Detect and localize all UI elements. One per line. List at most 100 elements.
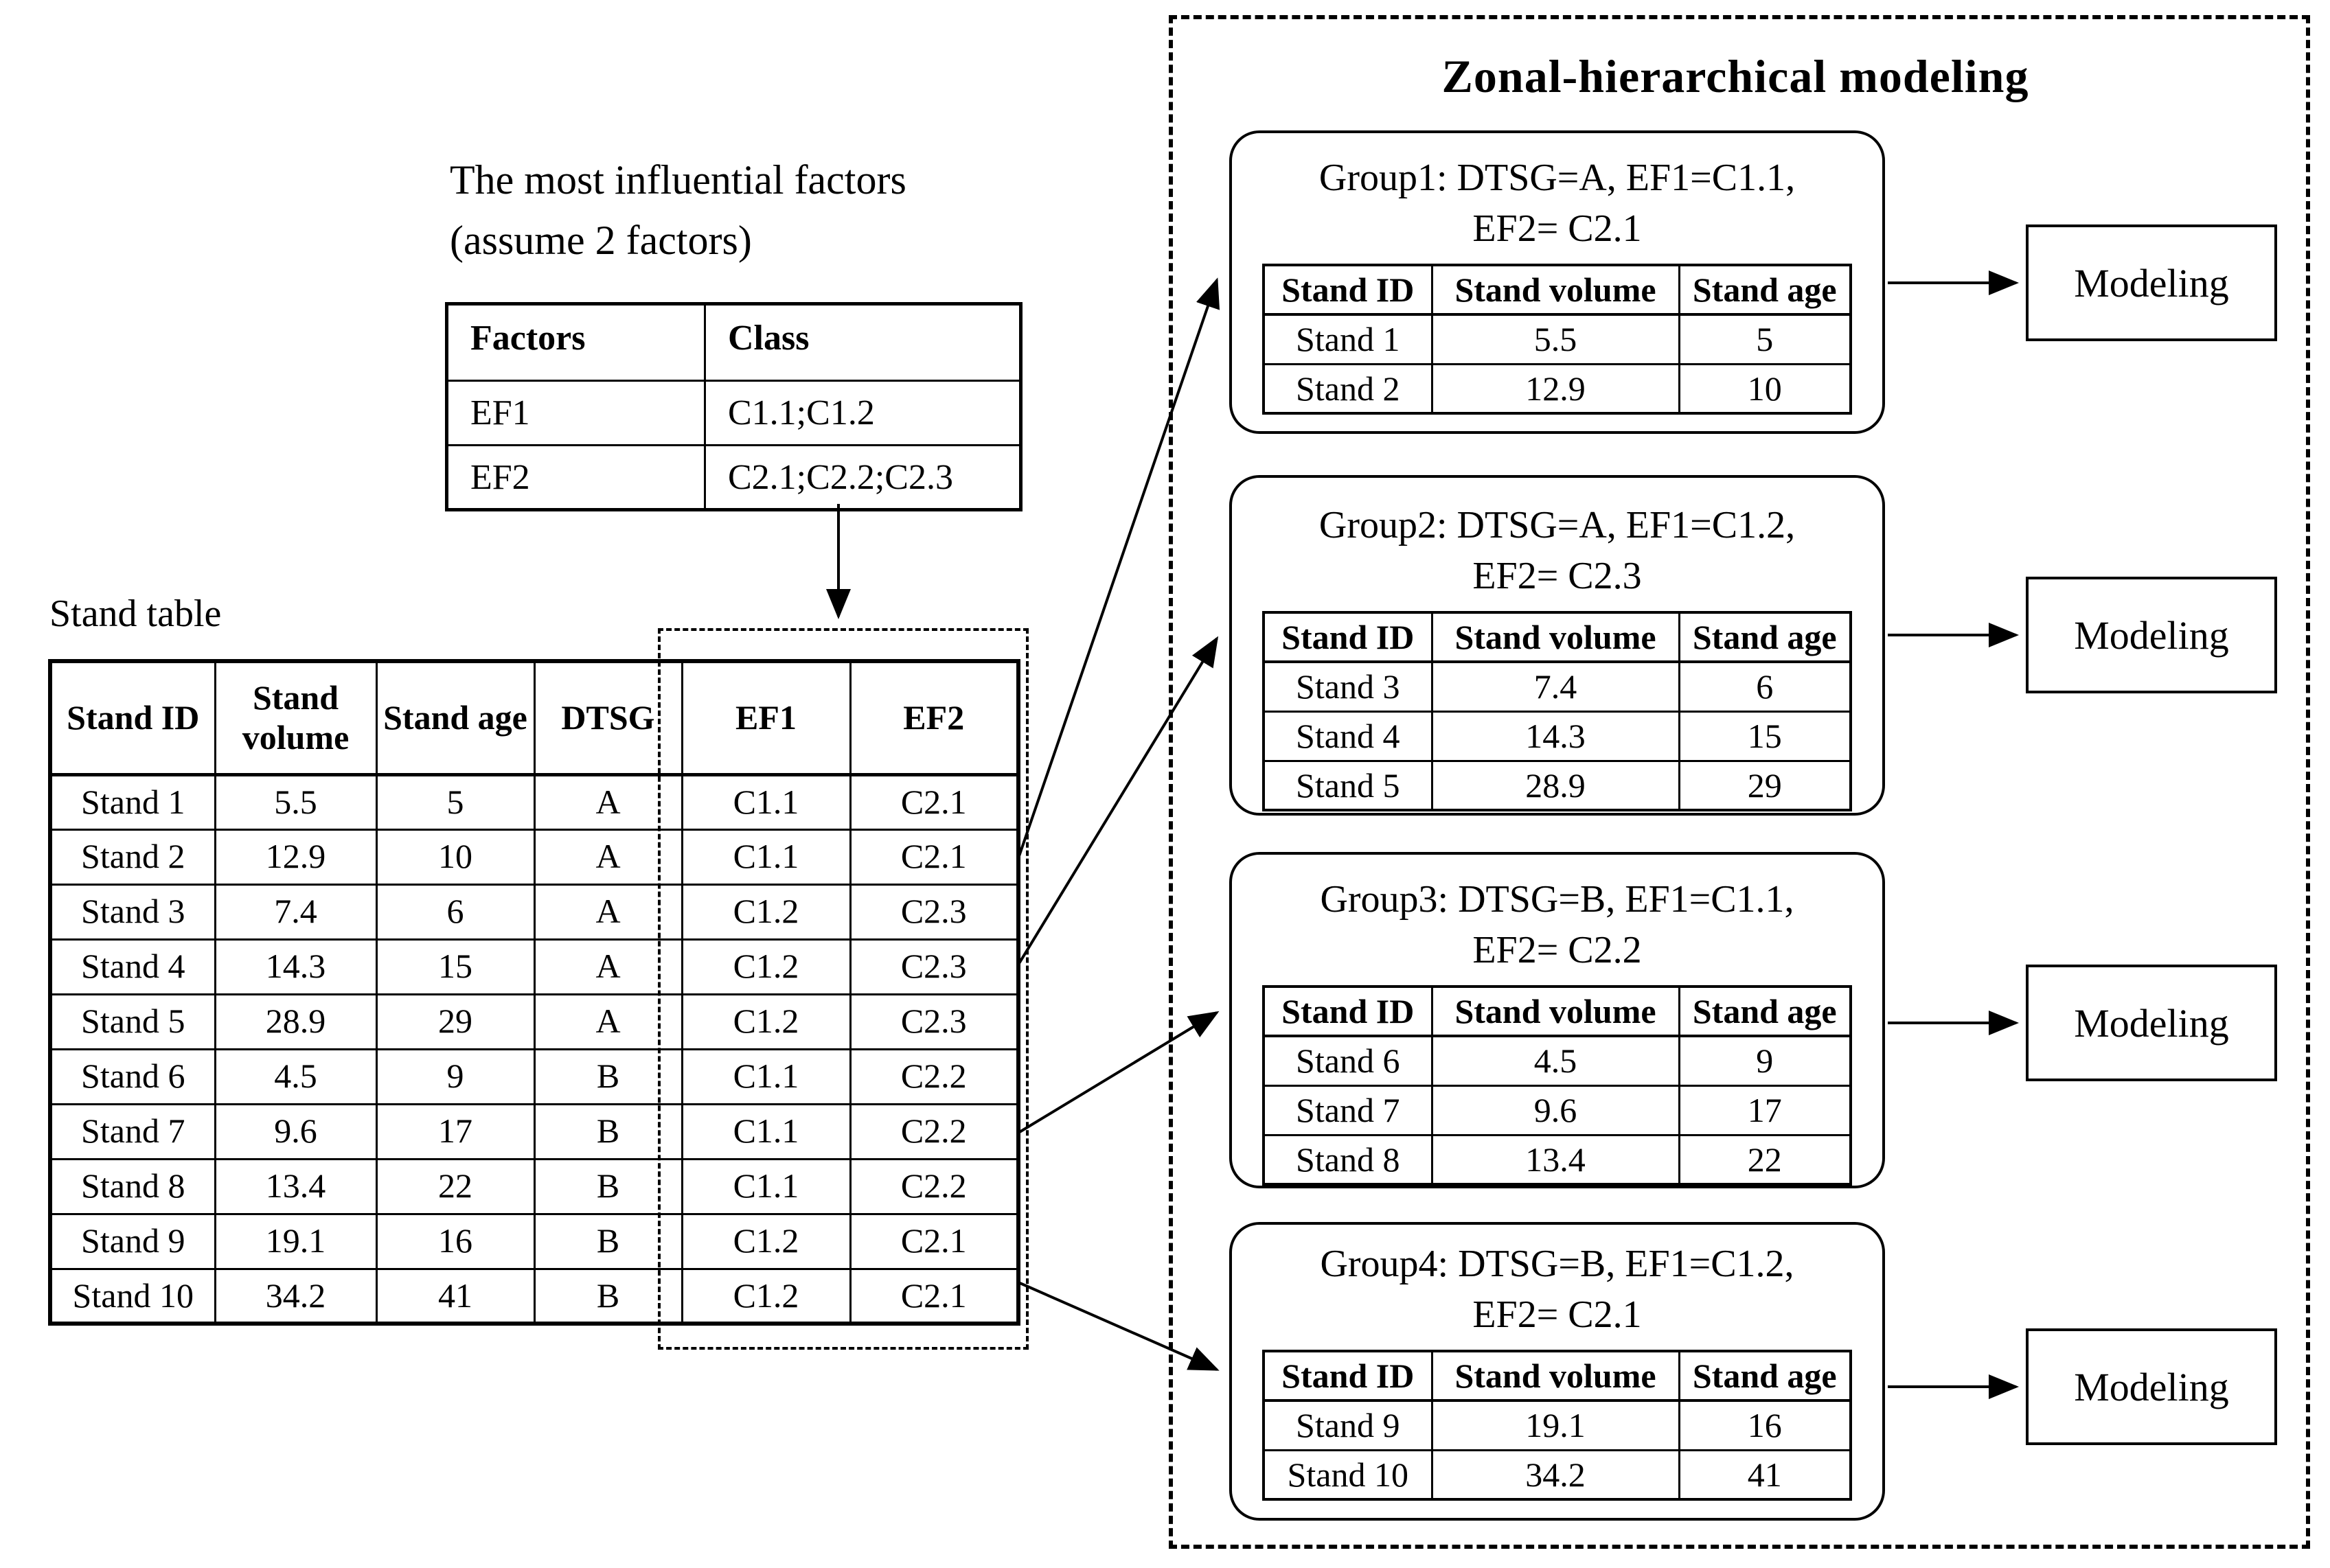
zonal-hierarchical-modeling-title: Zonal-hierarchical modeling: [1441, 50, 2029, 102]
cell: C1.1: [681, 773, 852, 831]
cell: Stand 2: [49, 828, 216, 886]
group2-box: Group2: DTSG=A, EF1=C1.2, EF2= C2.3 Stan…: [1229, 475, 1885, 816]
cell: 22: [1678, 1133, 1852, 1186]
cell: Stand 4: [49, 938, 216, 995]
cell: 13.4: [1430, 1133, 1680, 1186]
cell: 6: [1678, 660, 1852, 713]
cell: C2.3: [849, 883, 1020, 941]
header-cell: Class: [704, 303, 1022, 382]
header-cell: Stand ID: [1262, 1350, 1433, 1402]
cell: C1.1: [681, 1048, 852, 1105]
header-cell: Stand ID: [1262, 611, 1433, 663]
group1-box: Group1: DTSG=A, EF1=C1.1, EF2= C2.1 Stan…: [1229, 130, 1885, 434]
cell: C2.3: [849, 993, 1020, 1050]
cell: 22: [375, 1157, 536, 1215]
cell: EF1: [446, 380, 706, 446]
group1-title-line1: Group1: DTSG=A, EF1=C1.1,: [1318, 157, 1796, 199]
group4-box: Group4: DTSG=B, EF1=C1.2, EF2= C2.1 Stan…: [1229, 1222, 1885, 1521]
cell: C1.2: [681, 1267, 852, 1325]
modeling-box-3: Modeling: [2026, 965, 2277, 1081]
header-cell: Factors: [446, 303, 706, 382]
header-cell: Stand volume: [1430, 985, 1680, 1037]
cell: C1.1: [681, 828, 852, 886]
cell: 14.3: [1430, 710, 1680, 762]
cell: C2.1: [849, 773, 1020, 831]
modeling-box-1: Modeling: [2026, 224, 2277, 341]
cell: C1.2: [681, 993, 852, 1050]
cell: Stand 5: [1262, 759, 1433, 811]
cell: 17: [375, 1103, 536, 1160]
header-cell: Stand age: [1678, 611, 1852, 663]
cell: 5: [375, 773, 536, 831]
group2-title: Group2: DTSG=A, EF1=C1.2, EF2= C2.3: [1232, 500, 1882, 601]
cell: C1.2: [681, 1212, 852, 1270]
group3-title-line1: Group3: DTSG=B, EF1=C1.1,: [1320, 878, 1794, 921]
cell: 15: [1678, 710, 1852, 762]
header-cell: EF1: [681, 660, 852, 776]
cell: 15: [375, 938, 536, 995]
factors-title-line2: (assume 2 factors): [450, 218, 752, 263]
modeling-box-4: Modeling: [2026, 1328, 2277, 1445]
cell: Stand 8: [49, 1157, 216, 1215]
group1-title-line2: EF2= C2.1: [1472, 207, 1642, 250]
cell: 14.3: [214, 938, 378, 995]
header-cell: Stand volume: [214, 660, 378, 776]
cell: 34.2: [1430, 1449, 1680, 1501]
group3-title: Group3: DTSG=B, EF1=C1.1, EF2= C2.2: [1232, 874, 1882, 976]
cell: 7.4: [214, 883, 378, 941]
cell: Stand 6: [1262, 1035, 1433, 1087]
cell: Stand 10: [49, 1267, 216, 1325]
cell: C1.1: [681, 1103, 852, 1160]
cell: 10: [1678, 362, 1852, 415]
stand-table-label: Stand table: [49, 592, 222, 635]
cell: Stand 3: [49, 883, 216, 941]
cell: 5.5: [1430, 313, 1680, 365]
header-cell: Stand ID: [49, 660, 216, 776]
header-cell: Stand volume: [1430, 611, 1680, 663]
cell: 9.6: [1430, 1084, 1680, 1136]
cell: C1.2: [681, 938, 852, 995]
group2-title-line2: EF2= C2.3: [1472, 555, 1642, 597]
cell: C2.2: [849, 1157, 1020, 1215]
cell: Stand 7: [49, 1103, 216, 1160]
cell: Stand 9: [49, 1212, 216, 1270]
group4-title-line2: EF2= C2.1: [1472, 1293, 1642, 1336]
cell: 28.9: [214, 993, 378, 1050]
header-cell: Stand age: [1678, 1350, 1852, 1402]
group4-title-line1: Group4: DTSG=B, EF1=C1.2,: [1320, 1243, 1794, 1285]
cell: 16: [1678, 1399, 1852, 1451]
cell: C1.2: [681, 883, 852, 941]
cell: Stand 4: [1262, 710, 1433, 762]
header-cell: Stand age: [1678, 264, 1852, 316]
group3-box: Group3: DTSG=B, EF1=C1.1, EF2= C2.2 Stan…: [1229, 852, 1885, 1188]
cell: C2.2: [849, 1103, 1020, 1160]
cell: 13.4: [214, 1157, 378, 1215]
cell: Stand 8: [1262, 1133, 1433, 1186]
cell: C2.2: [849, 1048, 1020, 1105]
cell: Stand 7: [1262, 1084, 1433, 1136]
header-cell: Stand ID: [1262, 985, 1433, 1037]
cell: C2.1: [849, 1212, 1020, 1270]
cell: 19.1: [214, 1212, 378, 1270]
cell: C2.3: [849, 938, 1020, 995]
cell: 29: [1678, 759, 1852, 811]
cell: 4.5: [214, 1048, 378, 1105]
cell: Stand 2: [1262, 362, 1433, 415]
factors-title-line1: The most influential factors: [450, 157, 906, 203]
